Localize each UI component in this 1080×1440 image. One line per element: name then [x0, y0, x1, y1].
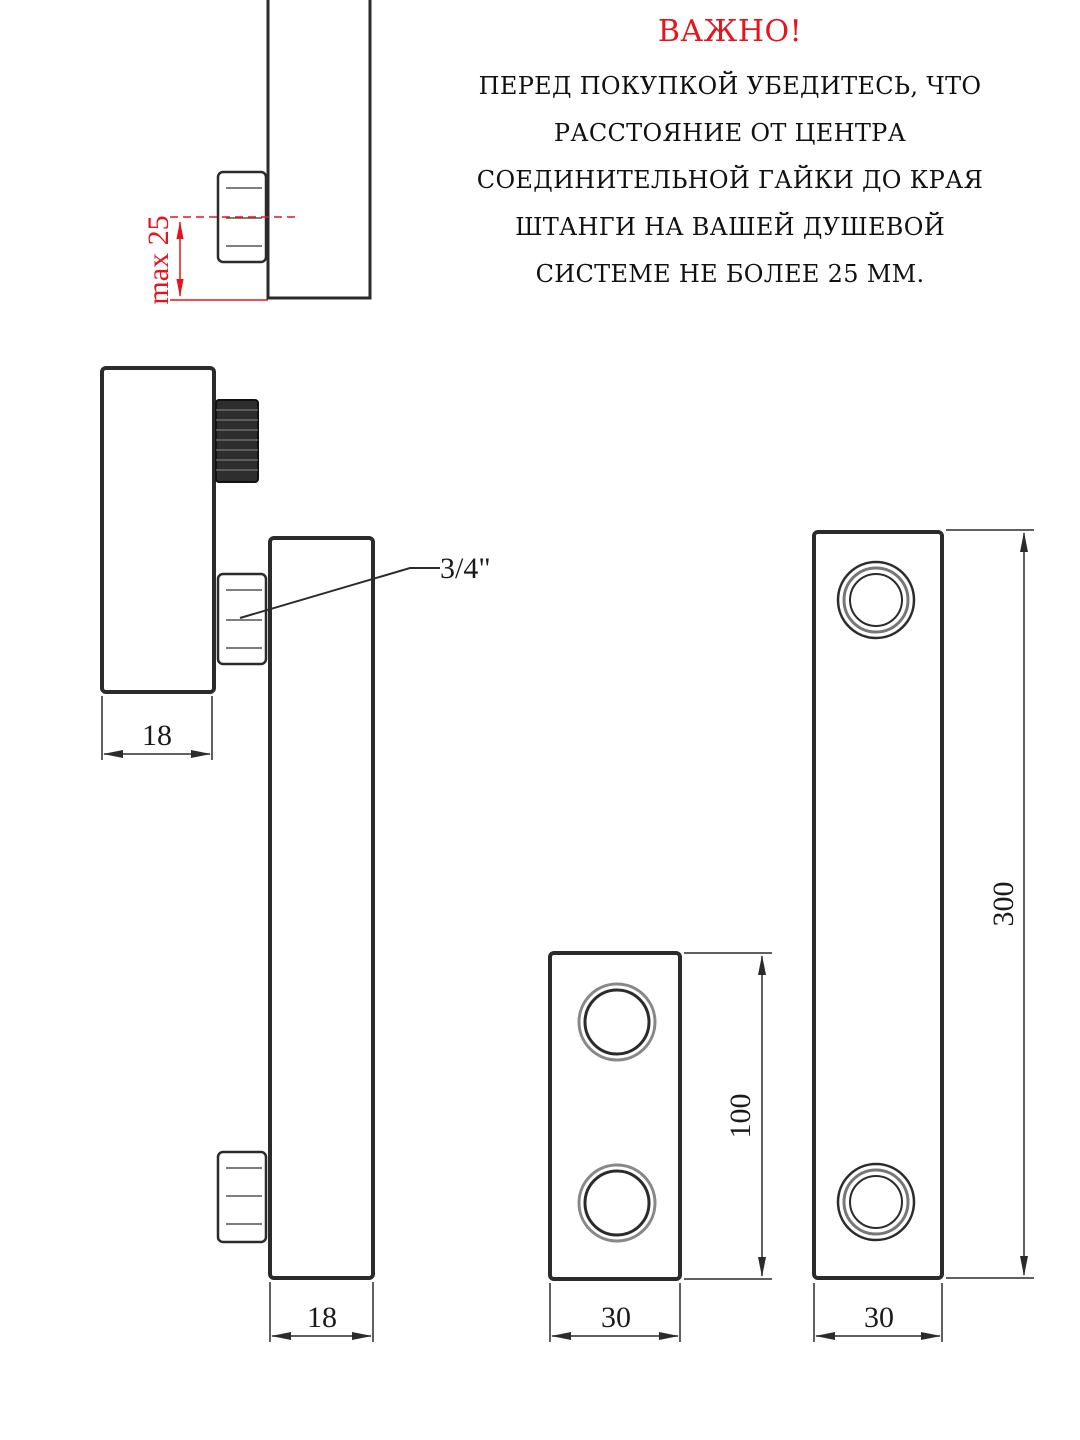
width-long-bar-label: 30: [864, 1301, 894, 1334]
lower-nut-port-icon: [836, 1162, 916, 1242]
front-view-short-bar: 100 30: [548, 951, 772, 1342]
side-view-main-bar: 3/4" 18: [216, 536, 491, 1342]
thread-size-label: 3/4": [440, 552, 491, 585]
max-dimension-label: max 25: [142, 215, 175, 304]
threaded-fitting-icon: [215, 399, 259, 483]
notice-line-3: СОЕДИНИТЕЛЬНОЙ ГАЙКИ ДО КРАЯ: [476, 166, 984, 194]
important-notice: ВАЖНО! ПЕРЕД ПОКУПКОЙ УБЕДИТЕСЬ, ЧТО РАС…: [430, 14, 1030, 298]
depth-top-block-label: 18: [142, 719, 172, 752]
front-view-long-bar: 300 30: [812, 529, 1034, 1342]
upper-nut-port-icon: [836, 560, 916, 640]
notice-title: ВАЖНО!: [657, 14, 803, 49]
thread-leader-line: [239, 567, 440, 619]
height-long-bar-label: 300: [987, 882, 1020, 927]
upper-port-icon: [577, 982, 657, 1062]
notice-line-4: ШТАНГИ НА ВАШЕЙ ДУШЕВОЙ: [515, 213, 945, 241]
side-view-top-block: 18: [100, 366, 259, 760]
upper-nut-icon: [216, 572, 268, 666]
depth-bar-label: 18: [307, 1301, 337, 1334]
notice-line-5: СИСТЕМЕ НЕ БОЛЕЕ 25 ММ.: [535, 260, 925, 288]
detail-partial-bar: max 25: [142, 0, 372, 305]
width-short-bar-label: 30: [601, 1301, 631, 1334]
height-short-bar-label: 100: [724, 1094, 757, 1139]
lower-port-icon: [577, 1163, 657, 1243]
notice-line-1: ПЕРЕД ПОКУПКОЙ УБЕДИТЕСЬ, ЧТО: [478, 72, 982, 100]
notice-line-2: РАССТОЯНИЕ ОТ ЦЕНТРА: [553, 119, 907, 147]
lower-nut-icon: [216, 1150, 268, 1244]
